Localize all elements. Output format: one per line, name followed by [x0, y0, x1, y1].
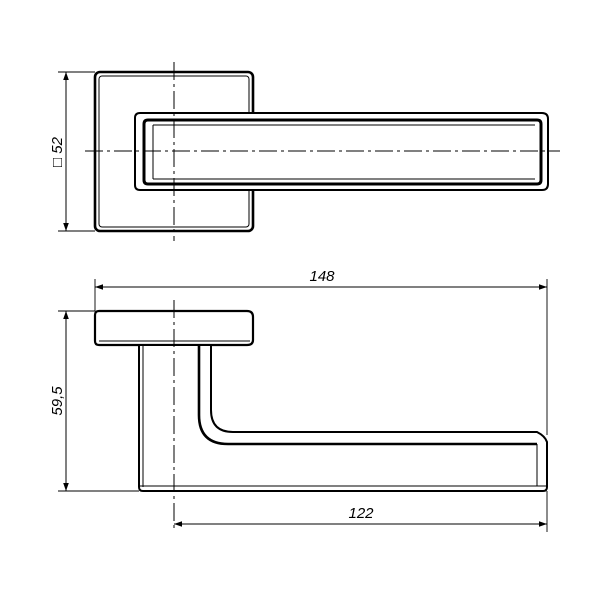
side-view: 148 59,5 122 — [49, 268, 548, 532]
overall-length-label: 148 — [309, 268, 335, 285]
rose-side — [93, 309, 255, 347]
height-label: 59,5 — [49, 386, 66, 416]
lever-length-label: 122 — [348, 505, 374, 522]
top-view: □ 52 — [49, 62, 560, 241]
rose-dimension-label: □ 52 — [49, 136, 66, 167]
lever-top-inner — [142, 118, 543, 186]
lever-side-inner — [197, 345, 537, 446]
lever-side-outline — [138, 344, 548, 492]
